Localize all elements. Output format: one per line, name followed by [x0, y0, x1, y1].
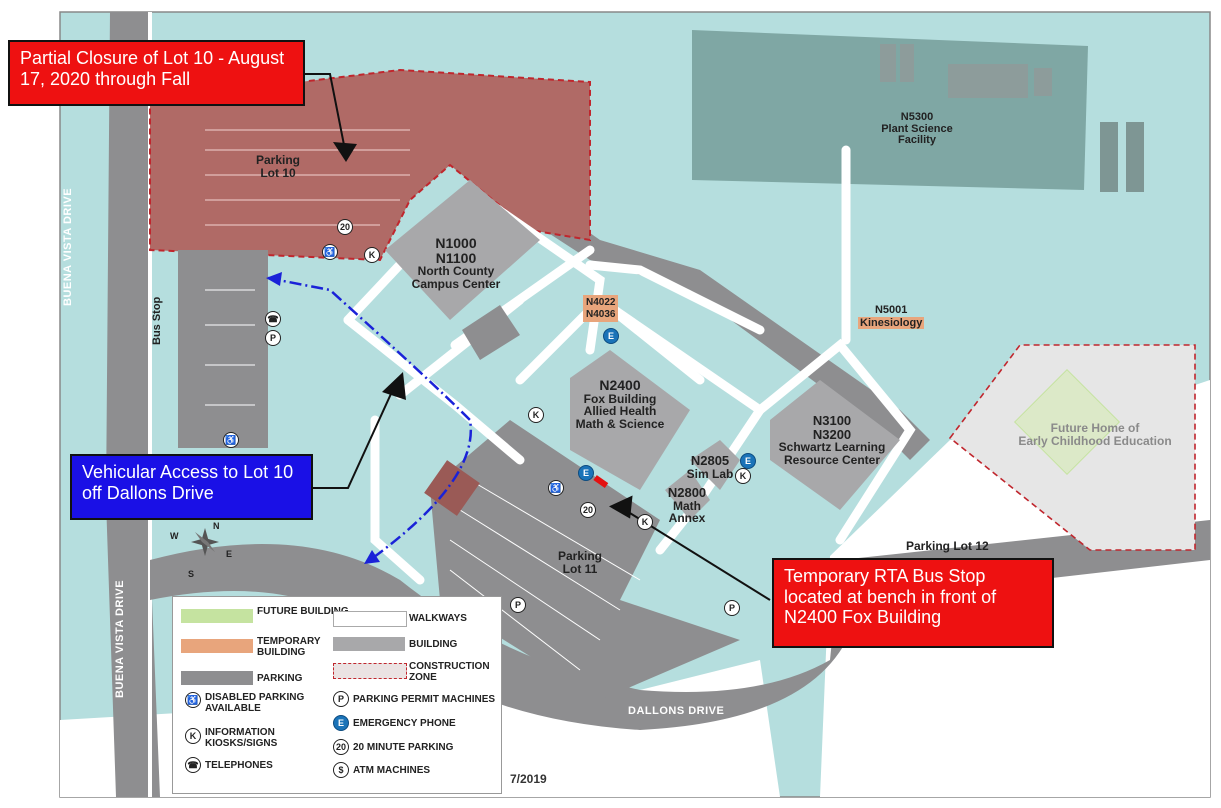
telephone-icon: ☎ — [265, 311, 281, 327]
access-route — [267, 276, 473, 562]
n5001-temp-building: N5001 Kinesiology — [858, 304, 925, 330]
buena-vista-label-bottom: BUENA VISTA DRIVE — [114, 579, 126, 698]
compass-n: N — [213, 521, 220, 531]
legend-telephone-icon: ☎ — [185, 757, 201, 773]
n4022-temp-building: N4022 N4036 — [583, 295, 619, 322]
legend-future: FUTURE BUILDING — [257, 606, 349, 617]
permit-machine-icon: P — [724, 600, 740, 616]
west-parking — [178, 250, 268, 448]
legend-walkways: WALKWAYS — [409, 613, 467, 624]
future-label: Future Home of Early Childhood Education — [1018, 421, 1172, 448]
disabled-parking-icon: ♿ — [548, 480, 564, 496]
legend-disabled: DISABLED PARKING AVAILABLE — [205, 692, 305, 714]
lot10-label: Parking Lot 10 — [255, 153, 300, 180]
closure-callout: Partial Closure of Lot 10 - August 17, 2… — [8, 40, 305, 106]
permit-machine-icon: P — [510, 597, 526, 613]
map-date: 7/2019 — [510, 772, 547, 786]
compass-w: W — [170, 531, 179, 541]
legend-info: INFORMATION KIOSKS/SIGNS — [205, 727, 278, 749]
legend-permit-icon: P — [333, 691, 349, 707]
legend-emergency-icon: E — [333, 715, 349, 731]
legend-info-icon: K — [185, 728, 201, 744]
building-n3100 — [770, 380, 900, 510]
legend-permit: PARKING PERMIT MACHINES — [353, 694, 496, 705]
arrow-head-bus — [608, 495, 633, 519]
buena-vista-label-top: BUENA VISTA DRIVE — [62, 187, 74, 306]
info-kiosk-icon: K — [528, 407, 544, 423]
emergency-phone-icon: E — [740, 453, 756, 469]
twenty-minute-parking-icon: 20 — [337, 219, 353, 235]
n1000-label: N1000 N1100 North County Campus Center — [411, 235, 501, 291]
lot12-label: Parking Lot 12 — [906, 539, 989, 553]
compass-e: E — [226, 549, 233, 559]
parking-lot-11 — [430, 420, 740, 700]
dallons-drive-label: DALLONS DRIVE — [628, 705, 725, 717]
legend-emergency: EMERGENCY PHONE — [353, 718, 456, 729]
twenty-minute-parking-icon: 20 — [580, 502, 596, 518]
building-n2800 — [665, 470, 710, 520]
bus-stop-callout: Temporary RTA Bus Stop located at bench … — [772, 558, 1054, 648]
buena-vista-road — [106, 12, 160, 797]
legend-twenty: 20 MINUTE PARKING — [353, 742, 454, 753]
emergency-phone-icon: E — [578, 465, 594, 481]
n3100-label: N3100 N3200 Schwartz Learning Resource C… — [778, 413, 886, 467]
info-kiosk-icon: K — [637, 514, 653, 530]
arrow-head-access — [382, 372, 406, 400]
n2800-label: N2800 Math Annex — [667, 485, 707, 526]
disabled-parking-icon: ♿ — [322, 244, 338, 260]
map-legend: FUTURE BUILDING TEMPORARY BUILDING PARKI… — [172, 596, 502, 794]
info-kiosk-icon: K — [735, 468, 751, 484]
emergency-phone-icon: E — [603, 328, 619, 344]
info-kiosk-icon: K — [364, 247, 380, 263]
plant-science-label: N5300 Plant Science Facility — [881, 111, 953, 147]
building-n2400 — [570, 350, 690, 490]
compass-rose — [191, 528, 219, 556]
disabled-parking-icon: ♿ — [223, 432, 239, 448]
n2805-label: N2805 Sim Lab — [686, 453, 734, 481]
permit-machine-icon: P — [265, 330, 281, 346]
legend-construction: CONSTRUCTION ZONE — [409, 661, 490, 683]
arrow-head-closure — [333, 142, 357, 162]
legend-building: BUILDING — [409, 639, 458, 650]
compass-s: S — [188, 569, 195, 579]
legend-temporary: TEMPORARY BUILDING — [257, 636, 321, 658]
legend-disabled-icon: ♿ — [185, 692, 201, 708]
legend-atm-icon: $ — [333, 762, 349, 778]
building-n1000 — [385, 180, 540, 320]
legend-twenty-icon: 20 — [333, 739, 349, 755]
bus-stop-label: Bus Stop — [151, 296, 163, 345]
legend-telephones: TELEPHONES — [205, 760, 273, 771]
legend-atm: ATM MACHINES — [353, 765, 431, 776]
legend-parking: PARKING — [257, 673, 303, 684]
access-callout: Vehicular Access to Lot 10 off Dallons D… — [70, 454, 313, 520]
lot11-label: Parking Lot 11 — [557, 549, 602, 576]
n2400-label: N2400 Fox Building Allied Health Math & … — [575, 377, 665, 431]
building-n2805 — [690, 440, 740, 490]
